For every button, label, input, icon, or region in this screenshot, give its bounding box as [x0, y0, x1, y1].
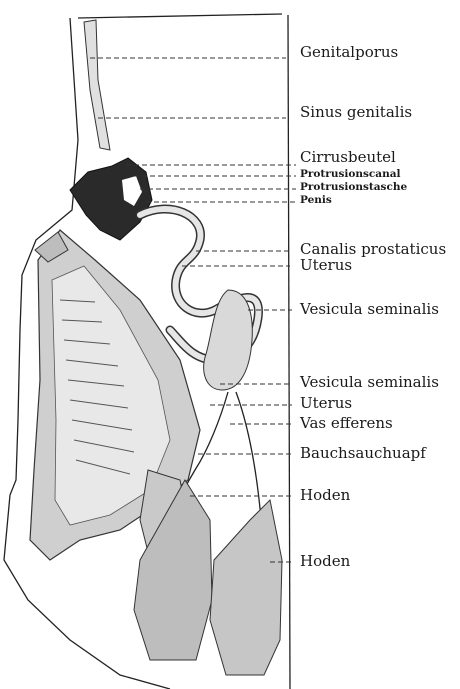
label-vas-efferens: Vas efferens — [299, 414, 393, 432]
genital-duct — [84, 20, 110, 150]
label-protrusionstasche: Protrusionstasche — [300, 181, 407, 193]
label-hoden-lower: Hoden — [300, 552, 351, 570]
label-penis: Penis — [300, 194, 332, 206]
label-cirrusbeutel: Cirrusbeutel — [300, 148, 396, 166]
testis-lower — [210, 500, 282, 675]
label-vesicula-seminalis-lower: Vesicula seminalis — [299, 373, 439, 391]
labels: Genitalporus Sinus genitalis Cirrusbeute… — [299, 43, 446, 570]
label-genitalporus: Genitalporus — [300, 43, 398, 61]
label-hoden-upper: Hoden — [300, 486, 351, 504]
cirrus-pouch — [70, 158, 152, 240]
label-vesicula-seminalis-upper: Vesicula seminalis — [299, 300, 439, 318]
label-protrusionscanal: Protrusionscanal — [300, 168, 401, 180]
label-bauchsauchuapf: Bauchsauchuapf — [300, 444, 427, 462]
label-uterus-upper: Uterus — [300, 256, 352, 274]
label-uterus-lower: Uterus — [300, 394, 352, 412]
label-sinus-genitalis: Sinus genitalis — [300, 103, 412, 121]
